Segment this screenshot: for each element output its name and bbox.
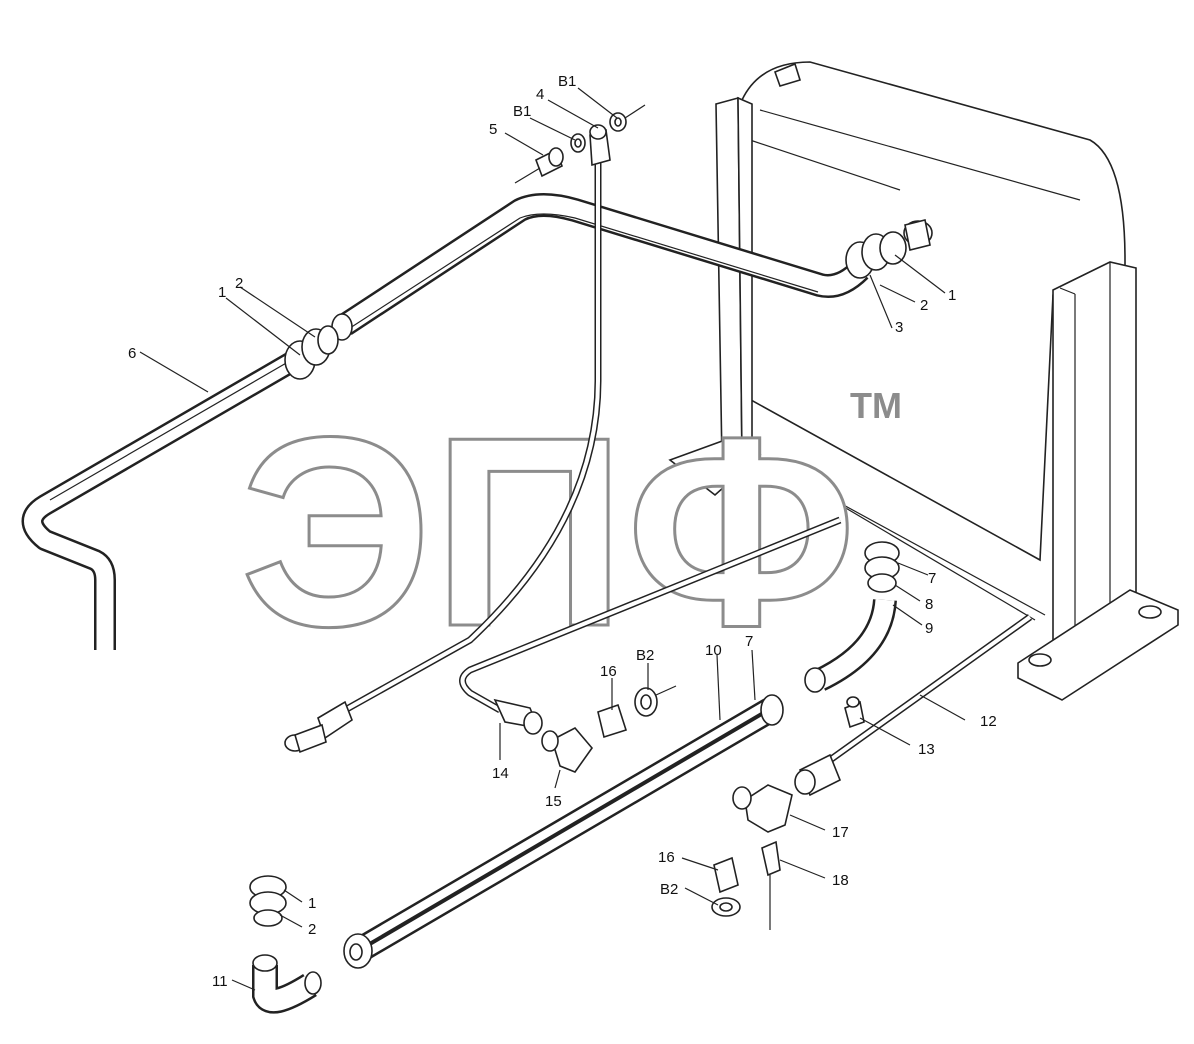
pipe-10 <box>343 694 784 969</box>
callout-1-left: 1 <box>218 284 226 301</box>
callout-7-mid: 7 <box>745 633 753 650</box>
watermark: ЭПФ TM <box>239 381 902 685</box>
callout-15: 15 <box>545 793 562 810</box>
callout-16-top: 16 <box>600 663 617 680</box>
callout-18: 18 <box>832 872 849 889</box>
adapter-16-top <box>597 685 677 739</box>
callout-13: 13 <box>918 741 935 758</box>
callout-7-top: 7 <box>928 570 936 587</box>
callout-10: 10 <box>705 642 722 659</box>
fitting-7-top <box>804 541 900 693</box>
callout-16-bottom: 16 <box>658 849 675 866</box>
breather-hose <box>284 124 611 754</box>
callout-17: 17 <box>832 824 849 841</box>
callout-B2-bottom: B2 <box>660 881 678 898</box>
watermark-text: ЭПФ <box>240 382 857 683</box>
tee-17 <box>732 784 793 930</box>
pipe-6 <box>21 350 301 650</box>
callout-4: 4 <box>536 86 544 103</box>
callout-9: 9 <box>925 620 933 637</box>
callout-B2-top: B2 <box>636 647 654 664</box>
callout-6: 6 <box>128 345 136 362</box>
leader-lines <box>139 87 966 991</box>
elbow-15 <box>541 726 594 773</box>
callout-2-bottom: 2 <box>308 921 316 938</box>
banjo-bolt-5 <box>514 104 646 184</box>
callout-2-right: 2 <box>920 297 928 314</box>
callout-2-left: 2 <box>235 275 243 292</box>
callout-B1-top: B1 <box>558 73 576 90</box>
callout-5: 5 <box>489 121 497 138</box>
clamp-left <box>284 325 339 380</box>
callout-1-right: 1 <box>948 287 956 304</box>
fitting-1-bottom <box>249 875 287 927</box>
callout-14: 14 <box>492 765 509 782</box>
hose-12 <box>794 614 1033 797</box>
callout-12: 12 <box>980 713 997 730</box>
callout-labels: B1 4 B1 5 1 2 6 3 2 1 7 8 9 10 7 16 B2 1… <box>128 73 997 990</box>
callout-3: 3 <box>895 319 903 336</box>
callout-11: 11 <box>212 973 228 990</box>
clamp-right <box>845 231 907 279</box>
elbow-11 <box>252 954 322 1014</box>
adapter-16-bottom <box>711 856 741 917</box>
callout-8: 8 <box>925 596 933 613</box>
fitting-13 <box>844 696 865 729</box>
pipe-3 <box>331 193 869 341</box>
callout-1-bottom: 1 <box>308 895 316 912</box>
trademark-mark: TM <box>850 385 902 426</box>
long-hose <box>459 516 842 735</box>
tank <box>668 61 1179 701</box>
callout-B1-left: B1 <box>513 103 531 120</box>
